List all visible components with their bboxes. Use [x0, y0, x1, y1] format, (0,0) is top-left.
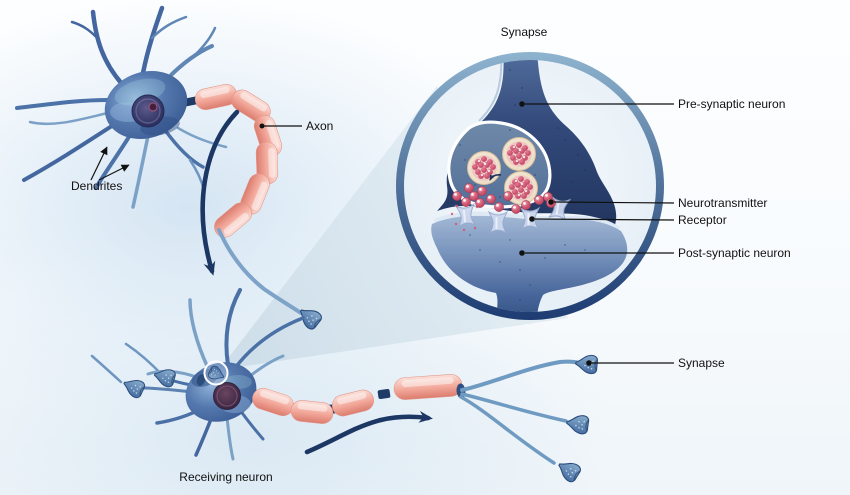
synaptic-vesicle [467, 151, 501, 185]
pre-synaptic-neuron-label: Pre-synaptic neuron [678, 97, 786, 111]
post-synaptic-neuron-label: Post-synaptic neuron [678, 246, 791, 260]
synapse-terminal-label: Synapse [678, 356, 725, 370]
receiving-neuron-label: Receiving neuron [179, 470, 273, 484]
axon-fiber [217, 228, 303, 315]
signal-arrow-right [304, 410, 433, 455]
cell-body [104, 71, 188, 139]
nucleolus [148, 102, 158, 112]
synapse-inset [396, 52, 664, 320]
synapse-terminal-knob [553, 456, 583, 485]
post-synaptic-neuron-shape [431, 215, 628, 312]
incoming-terminal-knob [120, 374, 147, 400]
myelinated-axon [249, 373, 466, 426]
receptor-label: Receptor [678, 213, 727, 227]
receiving-neuron [90, 288, 599, 485]
axon-terminal-branches [459, 359, 582, 465]
synaptic-vesicle [502, 137, 536, 171]
cell-body [185, 362, 257, 422]
highlighted-synapse-circle [203, 360, 229, 386]
leader-lines [90, 103, 675, 364]
synapse-terminal-knob [564, 412, 590, 436]
sending-neuron [15, 5, 324, 332]
axon-label: Axon [306, 119, 334, 133]
neurotransmitter-label: Neurotransmitter [678, 196, 768, 210]
receptor-binding-marks [450, 204, 479, 232]
synapse-inset-title: Synapse [500, 25, 548, 39]
dendrites-label: Dendrites [71, 179, 123, 193]
leader-dots [259, 101, 592, 366]
nucleus [131, 94, 165, 128]
signal-arrow-down [200, 109, 240, 276]
vesicle-release-arrow [489, 174, 502, 181]
